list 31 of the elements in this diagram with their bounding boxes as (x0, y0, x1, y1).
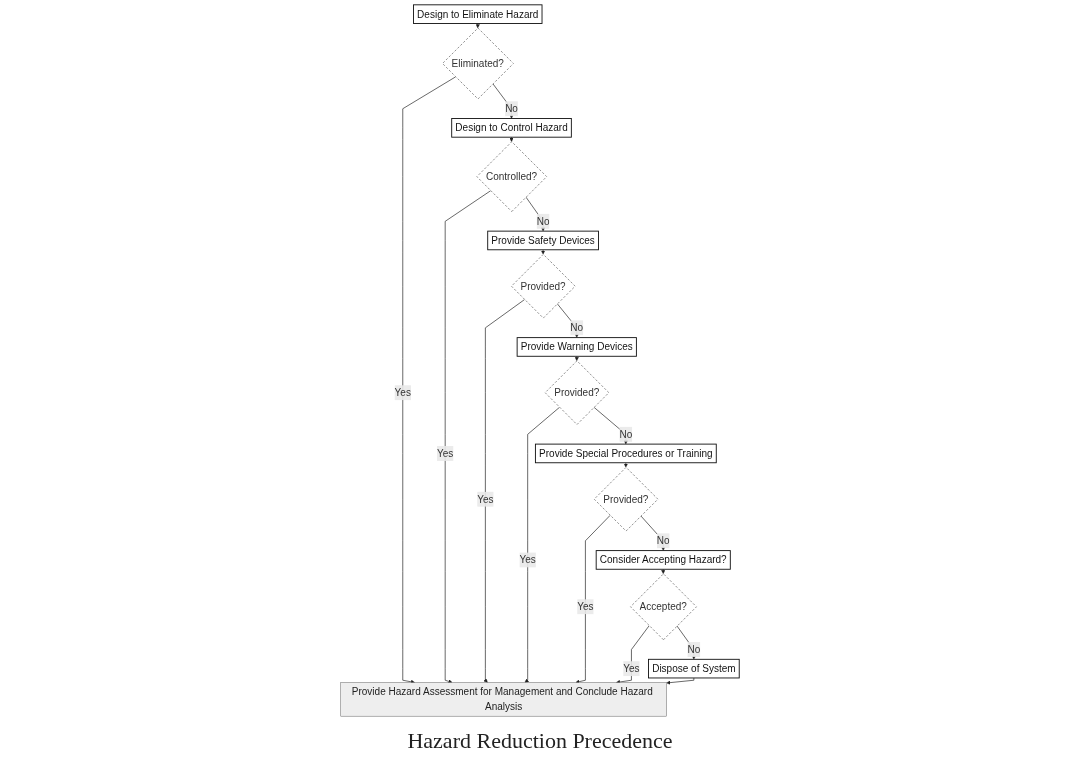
edge-label: Yes (519, 553, 536, 566)
edge-label: No (570, 321, 584, 334)
edge-label: Yes (437, 447, 454, 459)
node-diamond: Provided? (593, 466, 659, 531)
node-box: Provide Warning Devices (516, 336, 637, 357)
edge-label: Yes (394, 386, 411, 398)
edge-label: No (656, 534, 670, 547)
arrow (541, 248, 546, 254)
node-box: Provide Hazard Assessment for Management and Conclude Hazard Analysis (340, 681, 667, 716)
edge-label: Yes (577, 600, 594, 612)
arrow (623, 461, 628, 467)
edge-label: No (687, 643, 701, 655)
node-diamond: Provided? (511, 253, 576, 318)
node-diamond: Controlled? (476, 140, 548, 212)
edge-label: No (619, 428, 633, 440)
node-box: Design to Control Hazard (451, 117, 572, 138)
edge-label: No (536, 215, 550, 227)
node-box: Consider Accepting Hazard? (595, 549, 731, 570)
edge-label: Yes (477, 492, 494, 505)
node-box: Provide Safety Devices (487, 230, 599, 250)
node-diamond: Accepted? (630, 572, 697, 640)
node-box: Design to Eliminate Hazard (413, 3, 543, 24)
caption: Hazard Reduction Precedence (407, 728, 673, 754)
arrow (509, 136, 514, 142)
node-diamond: Eliminated? (442, 27, 514, 99)
node-diamond: Provided? (544, 359, 610, 425)
edge-label: Yes (623, 662, 640, 674)
edge-label: No (505, 102, 518, 114)
node-box: Provide Special Procedures or Training (534, 443, 717, 463)
node-box: Dispose of System (648, 658, 740, 678)
arrow (475, 22, 480, 28)
